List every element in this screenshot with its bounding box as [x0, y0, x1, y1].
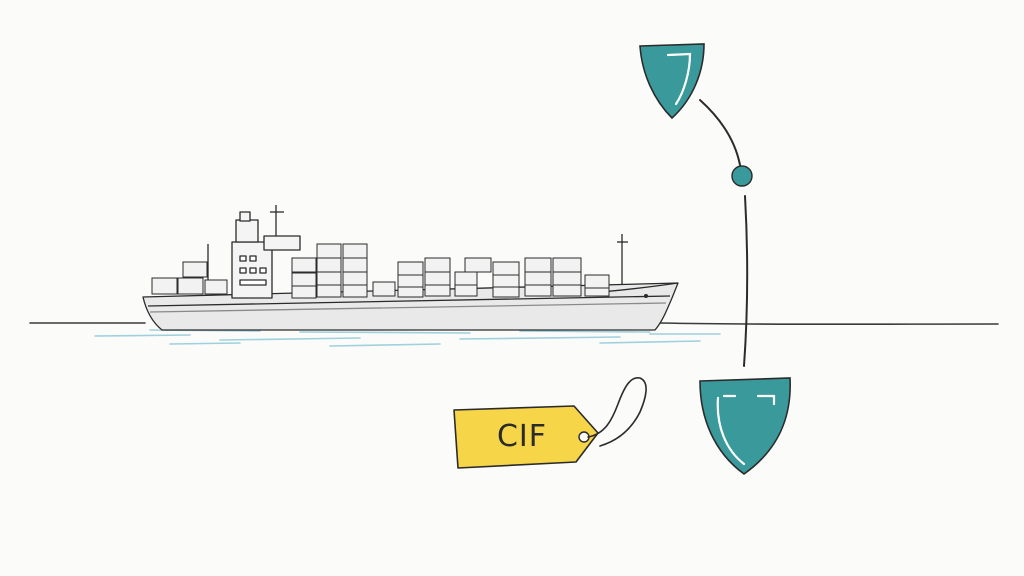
- connector-node: [731, 165, 753, 187]
- cargo-containers: [151, 243, 610, 299]
- connector-line: [699, 99, 749, 367]
- shield-icon: [639, 43, 705, 120]
- price-tag-icon: [453, 377, 647, 469]
- water-ripples: [94, 329, 721, 347]
- shield-icon: [699, 377, 791, 475]
- horizon-line: [29, 322, 999, 326]
- container-ship-icon: [142, 205, 679, 331]
